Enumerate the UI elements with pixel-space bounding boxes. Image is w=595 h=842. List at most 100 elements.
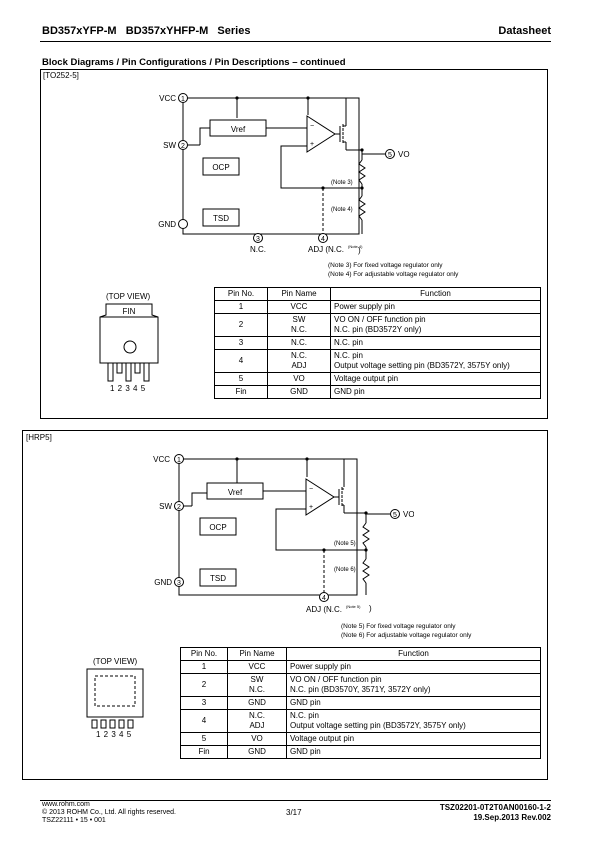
table-cell: VCC bbox=[227, 660, 287, 674]
diagram-label: 4 bbox=[321, 236, 325, 243]
table-cell: 1 bbox=[180, 660, 228, 674]
table-cell: 5 bbox=[214, 372, 268, 386]
diagram-shape bbox=[306, 115, 336, 153]
diagram-shape bbox=[125, 362, 132, 382]
table-cell: 2 bbox=[180, 673, 228, 697]
diagram-shape bbox=[385, 149, 395, 159]
diagram-label: (Note 5) bbox=[346, 604, 361, 609]
hrp5-note-6: (Note 6) For adjustable voltage regulato… bbox=[341, 632, 472, 639]
diagram-shape bbox=[100, 719, 107, 729]
hrp5-tsd-label: TSD bbox=[210, 574, 226, 583]
diagram-label: − bbox=[309, 486, 313, 493]
table-cell: 3 bbox=[180, 696, 228, 710]
col-pin-no: Pin No. bbox=[180, 647, 228, 661]
to252-sw-label: SW bbox=[163, 141, 176, 150]
diagram-shape bbox=[143, 362, 150, 382]
to252-package-label: [TO252-5] bbox=[43, 71, 79, 80]
diagram-shape bbox=[362, 558, 370, 584]
diagram-label: (Note 4) bbox=[331, 207, 353, 213]
diagram-shape bbox=[202, 157, 240, 176]
table-cell: 4 bbox=[180, 709, 228, 733]
diagram-shape bbox=[174, 454, 184, 464]
hrp5-panel: [HRP5] bbox=[22, 430, 548, 780]
hrp5-ocp-label: OCP bbox=[209, 523, 226, 532]
hrp5-sw-label: SW bbox=[159, 502, 172, 511]
diagram-shape bbox=[116, 362, 123, 374]
diagram-shape bbox=[86, 668, 144, 718]
table-cell: N.C. bbox=[267, 336, 331, 350]
table-cell: N.C. pin bbox=[330, 336, 541, 350]
diagram-label: (Note 6) bbox=[334, 567, 356, 573]
diagram-shape bbox=[174, 577, 184, 587]
diagram-label: 5 bbox=[393, 512, 397, 519]
hrp5-package-outline bbox=[86, 668, 144, 729]
diagram-label: (Note 4) bbox=[348, 244, 363, 249]
document-title: BD357xYFP-M BD357xYHFP-M Series bbox=[42, 25, 251, 37]
col-pin-name: Pin Name bbox=[227, 647, 287, 661]
table-cell: GND bbox=[227, 696, 287, 710]
diagram-label: 1 bbox=[177, 457, 181, 464]
diagram-label: 4 bbox=[322, 595, 326, 602]
datasheet-label: Datasheet bbox=[498, 25, 551, 37]
page-number: 3/17 bbox=[286, 808, 302, 817]
diagram-label: (Note 3) bbox=[331, 180, 353, 186]
diagram-shape bbox=[178, 219, 188, 229]
diagram-shape bbox=[199, 568, 237, 587]
table-cell: N.C. pin Output voltage setting pin (BD3… bbox=[330, 349, 541, 373]
diagram-shape bbox=[318, 233, 328, 243]
diagram-shape bbox=[275, 508, 366, 551]
to252-gnd-label: GND bbox=[158, 220, 176, 229]
diagram-label: 2 bbox=[181, 143, 185, 150]
to252-fin-label: FIN bbox=[123, 307, 136, 316]
hrp5-gnd-label: GND bbox=[154, 578, 172, 587]
table-cell: VCC bbox=[267, 300, 331, 314]
hrp5-vo-label: VO bbox=[403, 510, 414, 519]
hrp5-top-view-label: (TOP VIEW) bbox=[93, 657, 138, 666]
to252-note-3: (Note 3) For fixed voltage regulator onl… bbox=[328, 262, 443, 269]
diagram-shape bbox=[178, 93, 188, 103]
diagram-shape bbox=[178, 140, 188, 150]
col-pin-no: Pin No. bbox=[214, 287, 268, 301]
to252-note-4: (Note 4) For adjustable voltage regulato… bbox=[328, 271, 459, 278]
footer-code: TSZ22111 • 15 • 001 bbox=[42, 817, 106, 824]
diagram-shape bbox=[390, 509, 400, 519]
table-cell: VO bbox=[267, 372, 331, 386]
header-rule bbox=[40, 41, 551, 42]
diagram-shape bbox=[118, 719, 125, 729]
diagram-shape bbox=[202, 208, 240, 227]
table-cell: GND pin bbox=[286, 696, 541, 710]
to252-pin-numbers: 1 2 3 4 5 bbox=[110, 384, 146, 393]
footer-url[interactable]: www.rohm.com bbox=[42, 801, 90, 808]
diagram-shape bbox=[127, 719, 134, 729]
to252-vo-label: VO bbox=[398, 150, 410, 159]
table-cell: Power supply pin bbox=[330, 300, 541, 314]
diagram-label: + bbox=[310, 141, 314, 148]
table-cell: 2 bbox=[214, 313, 268, 337]
hrp5-package-label: [HRP5] bbox=[26, 433, 52, 442]
table-cell: 3 bbox=[214, 336, 268, 350]
table-cell: N.C. ADJ bbox=[267, 349, 331, 373]
table-cell: GND bbox=[267, 385, 331, 399]
diagram-shape bbox=[94, 675, 136, 707]
hrp5-vcc-label: VCC bbox=[153, 455, 170, 464]
table-row: Pin No. Pin Name Function bbox=[180, 647, 541, 661]
diagram-shape bbox=[199, 127, 210, 145]
table-cell: SW N.C. bbox=[267, 313, 331, 337]
table-cell: VO ON / OFF function pin N.C. pin (BD357… bbox=[286, 673, 541, 697]
table-cell: GND pin bbox=[286, 745, 541, 759]
table-cell: 5 bbox=[180, 732, 228, 746]
hrp5-note-5: (Note 5) For fixed voltage regulator onl… bbox=[341, 623, 456, 630]
